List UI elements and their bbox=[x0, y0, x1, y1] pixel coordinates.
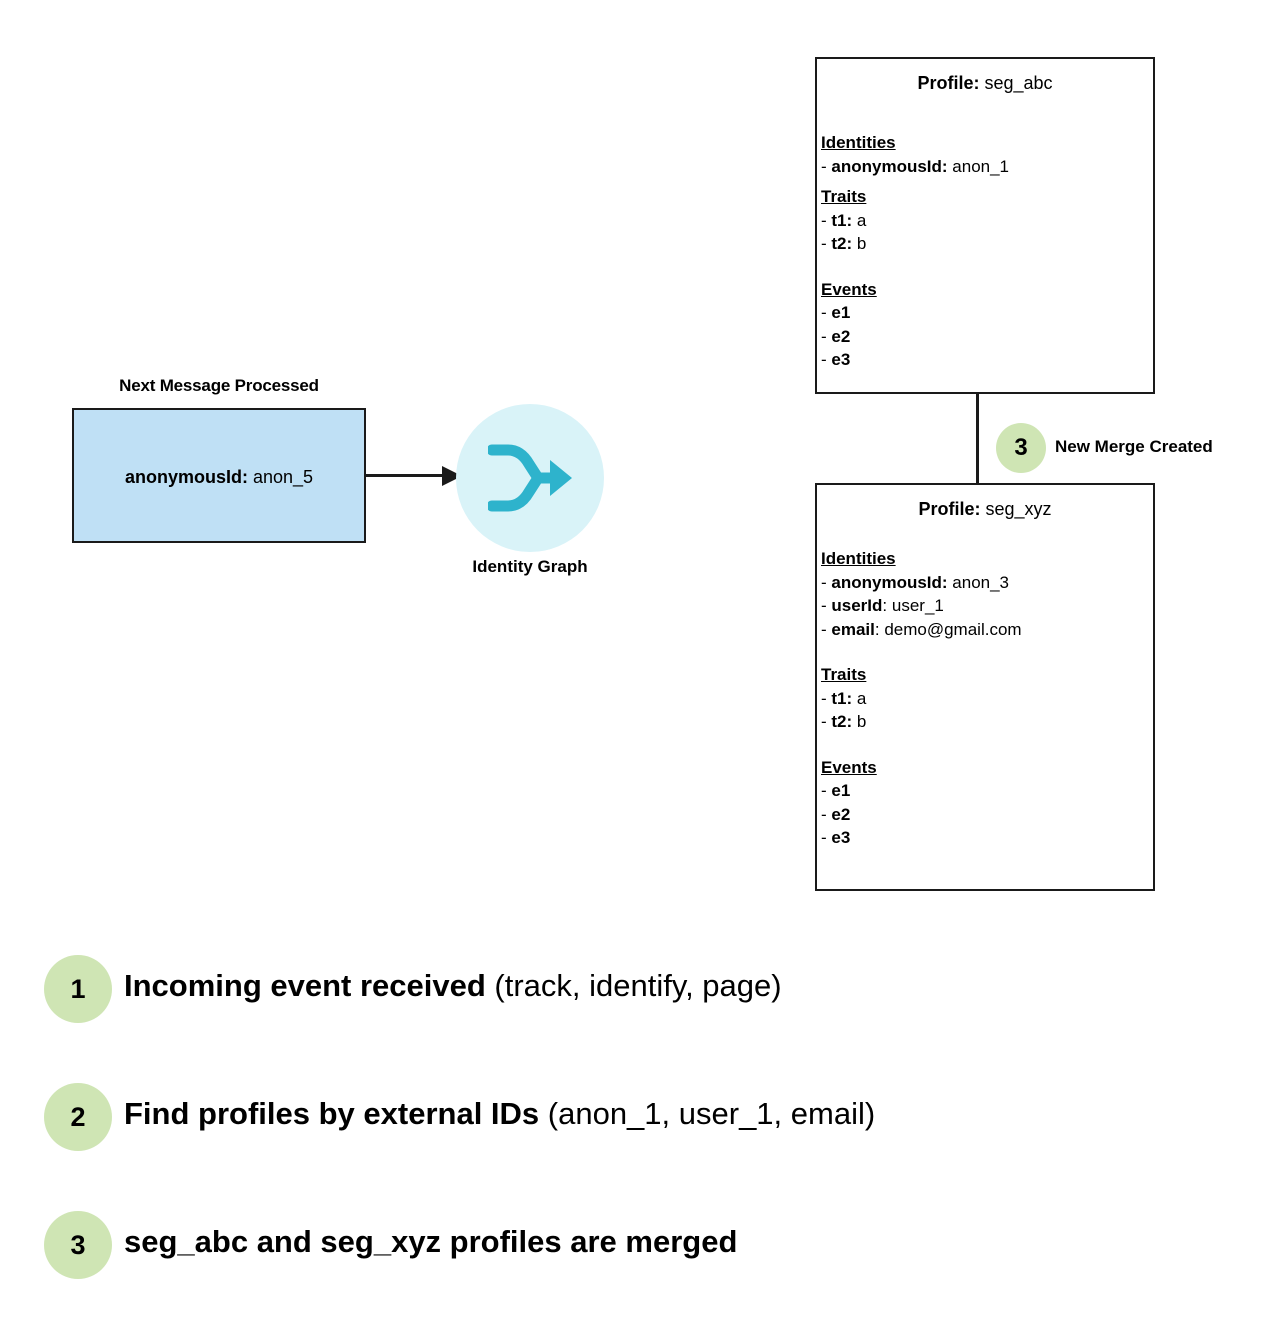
legend-text-bold: Incoming event received bbox=[124, 968, 486, 1003]
event-item: - e3 bbox=[821, 828, 851, 847]
profile-card-body: Identities - anonymousId: anon_3 - userI… bbox=[821, 547, 1145, 850]
event-item: - e2 bbox=[821, 804, 851, 824]
legend-text-bold: seg_abc and seg_xyz profiles are merged bbox=[124, 1224, 738, 1259]
next-message-identity: anonymousId: anon_5 bbox=[74, 467, 364, 488]
next-message-box: anonymousId: anon_5 bbox=[72, 408, 366, 543]
traits-heading: Traits bbox=[821, 665, 867, 684]
profile-card-seg-abc: Profile: seg_abc Identities - anonymousI… bbox=[815, 57, 1155, 394]
next-message-identity-key: anonymousId: bbox=[124, 467, 248, 487]
next-message-identity-value: anon_5 bbox=[247, 467, 314, 487]
merge-step-badge: 3 bbox=[996, 423, 1046, 473]
events-heading: Events bbox=[821, 757, 877, 777]
events-list: - e1 - e2 - e3 bbox=[821, 301, 1145, 372]
legend-text-bold: Find profiles by external IDs bbox=[124, 1096, 540, 1131]
trait-item: - t2: b bbox=[821, 234, 867, 253]
merge-connector-line bbox=[976, 393, 979, 484]
legend-text-2: Find profiles by external IDs (anon_1, u… bbox=[124, 1096, 875, 1132]
legend-badge-3: 3 bbox=[44, 1211, 112, 1279]
events-list: - e1 - e2 - e3 bbox=[821, 779, 1145, 850]
profile-card-seg-xyz: Profile: seg_xyz Identities - anonymousI… bbox=[815, 483, 1155, 891]
event-item: - e1 bbox=[821, 303, 851, 322]
spacer bbox=[821, 734, 1145, 756]
legend-item: 1 Incoming event received (track, identi… bbox=[44, 955, 1224, 1083]
profile-title-value: seg_xyz bbox=[980, 499, 1052, 519]
legend-badge-number: 1 bbox=[70, 974, 86, 1004]
identity-item: - userId: user_1 bbox=[821, 596, 944, 615]
identity-item: - email: demo@gmail.com bbox=[821, 619, 1022, 639]
legend-text-1: Incoming event received (track, identify… bbox=[124, 968, 782, 1004]
legend-badge-number: 2 bbox=[70, 1102, 86, 1132]
legend-badge-number: 3 bbox=[70, 1230, 86, 1260]
trait-item: - t2: b bbox=[821, 712, 867, 731]
spacer bbox=[821, 641, 1145, 663]
event-item: - e3 bbox=[821, 350, 851, 369]
profile-card-title: Profile: seg_abc bbox=[817, 73, 1153, 94]
traits-list: - t1: a - t2: b bbox=[821, 209, 1145, 256]
merge-step-label: New Merge Created bbox=[1055, 437, 1213, 456]
trait-item: - t1: a bbox=[821, 210, 867, 230]
profile-card-body: Identities - anonymousId: anon_1 Traits … bbox=[821, 131, 1145, 372]
legend-item: 3 seg_abc and seg_xyz profiles are merge… bbox=[44, 1211, 1224, 1318]
spacer bbox=[821, 178, 1145, 185]
identity-item: - anonymousId: anon_3 bbox=[821, 572, 1010, 592]
identities-list: - anonymousId: anon_1 bbox=[821, 155, 1145, 179]
event-item: - e2 bbox=[821, 326, 851, 346]
identity-graph-bubble bbox=[456, 404, 604, 552]
profile-card-title: Profile: seg_xyz bbox=[817, 499, 1153, 520]
legend-text-rest: (track, identify, page) bbox=[485, 968, 782, 1003]
flow-arrow-line bbox=[366, 474, 444, 477]
legend: 1 Incoming event received (track, identi… bbox=[44, 955, 1224, 1318]
legend-item: 2 Find profiles by external IDs (anon_1,… bbox=[44, 1083, 1224, 1211]
spacer bbox=[821, 256, 1145, 278]
profile-title-label: Profile: bbox=[917, 73, 980, 93]
identity-graph-label: Identity Graph bbox=[472, 557, 588, 576]
merge-step-number: 3 bbox=[1014, 434, 1028, 461]
traits-list: - t1: a - t2: b bbox=[821, 687, 1145, 734]
next-message-title: Next Message Processed bbox=[119, 376, 319, 395]
merge-arrow-icon bbox=[486, 440, 574, 516]
identities-heading: Identities bbox=[821, 133, 896, 152]
identities-list: - anonymousId: anon_3 - userId: user_1 -… bbox=[821, 571, 1145, 642]
legend-text-3: seg_abc and seg_xyz profiles are merged bbox=[124, 1224, 737, 1260]
event-item: - e1 bbox=[821, 781, 851, 800]
identity-item: - anonymousId: anon_1 bbox=[821, 156, 1010, 176]
legend-text-rest: (anon_1, user_1, email) bbox=[539, 1096, 876, 1131]
profile-title-label: Profile: bbox=[918, 499, 981, 519]
profile-title-value: seg_abc bbox=[979, 73, 1053, 93]
trait-item: - t1: a bbox=[821, 688, 867, 708]
legend-badge-1: 1 bbox=[44, 955, 112, 1023]
legend-badge-2: 2 bbox=[44, 1083, 112, 1151]
events-heading: Events bbox=[821, 279, 877, 299]
identities-heading: Identities bbox=[821, 549, 896, 568]
traits-heading: Traits bbox=[821, 187, 867, 206]
